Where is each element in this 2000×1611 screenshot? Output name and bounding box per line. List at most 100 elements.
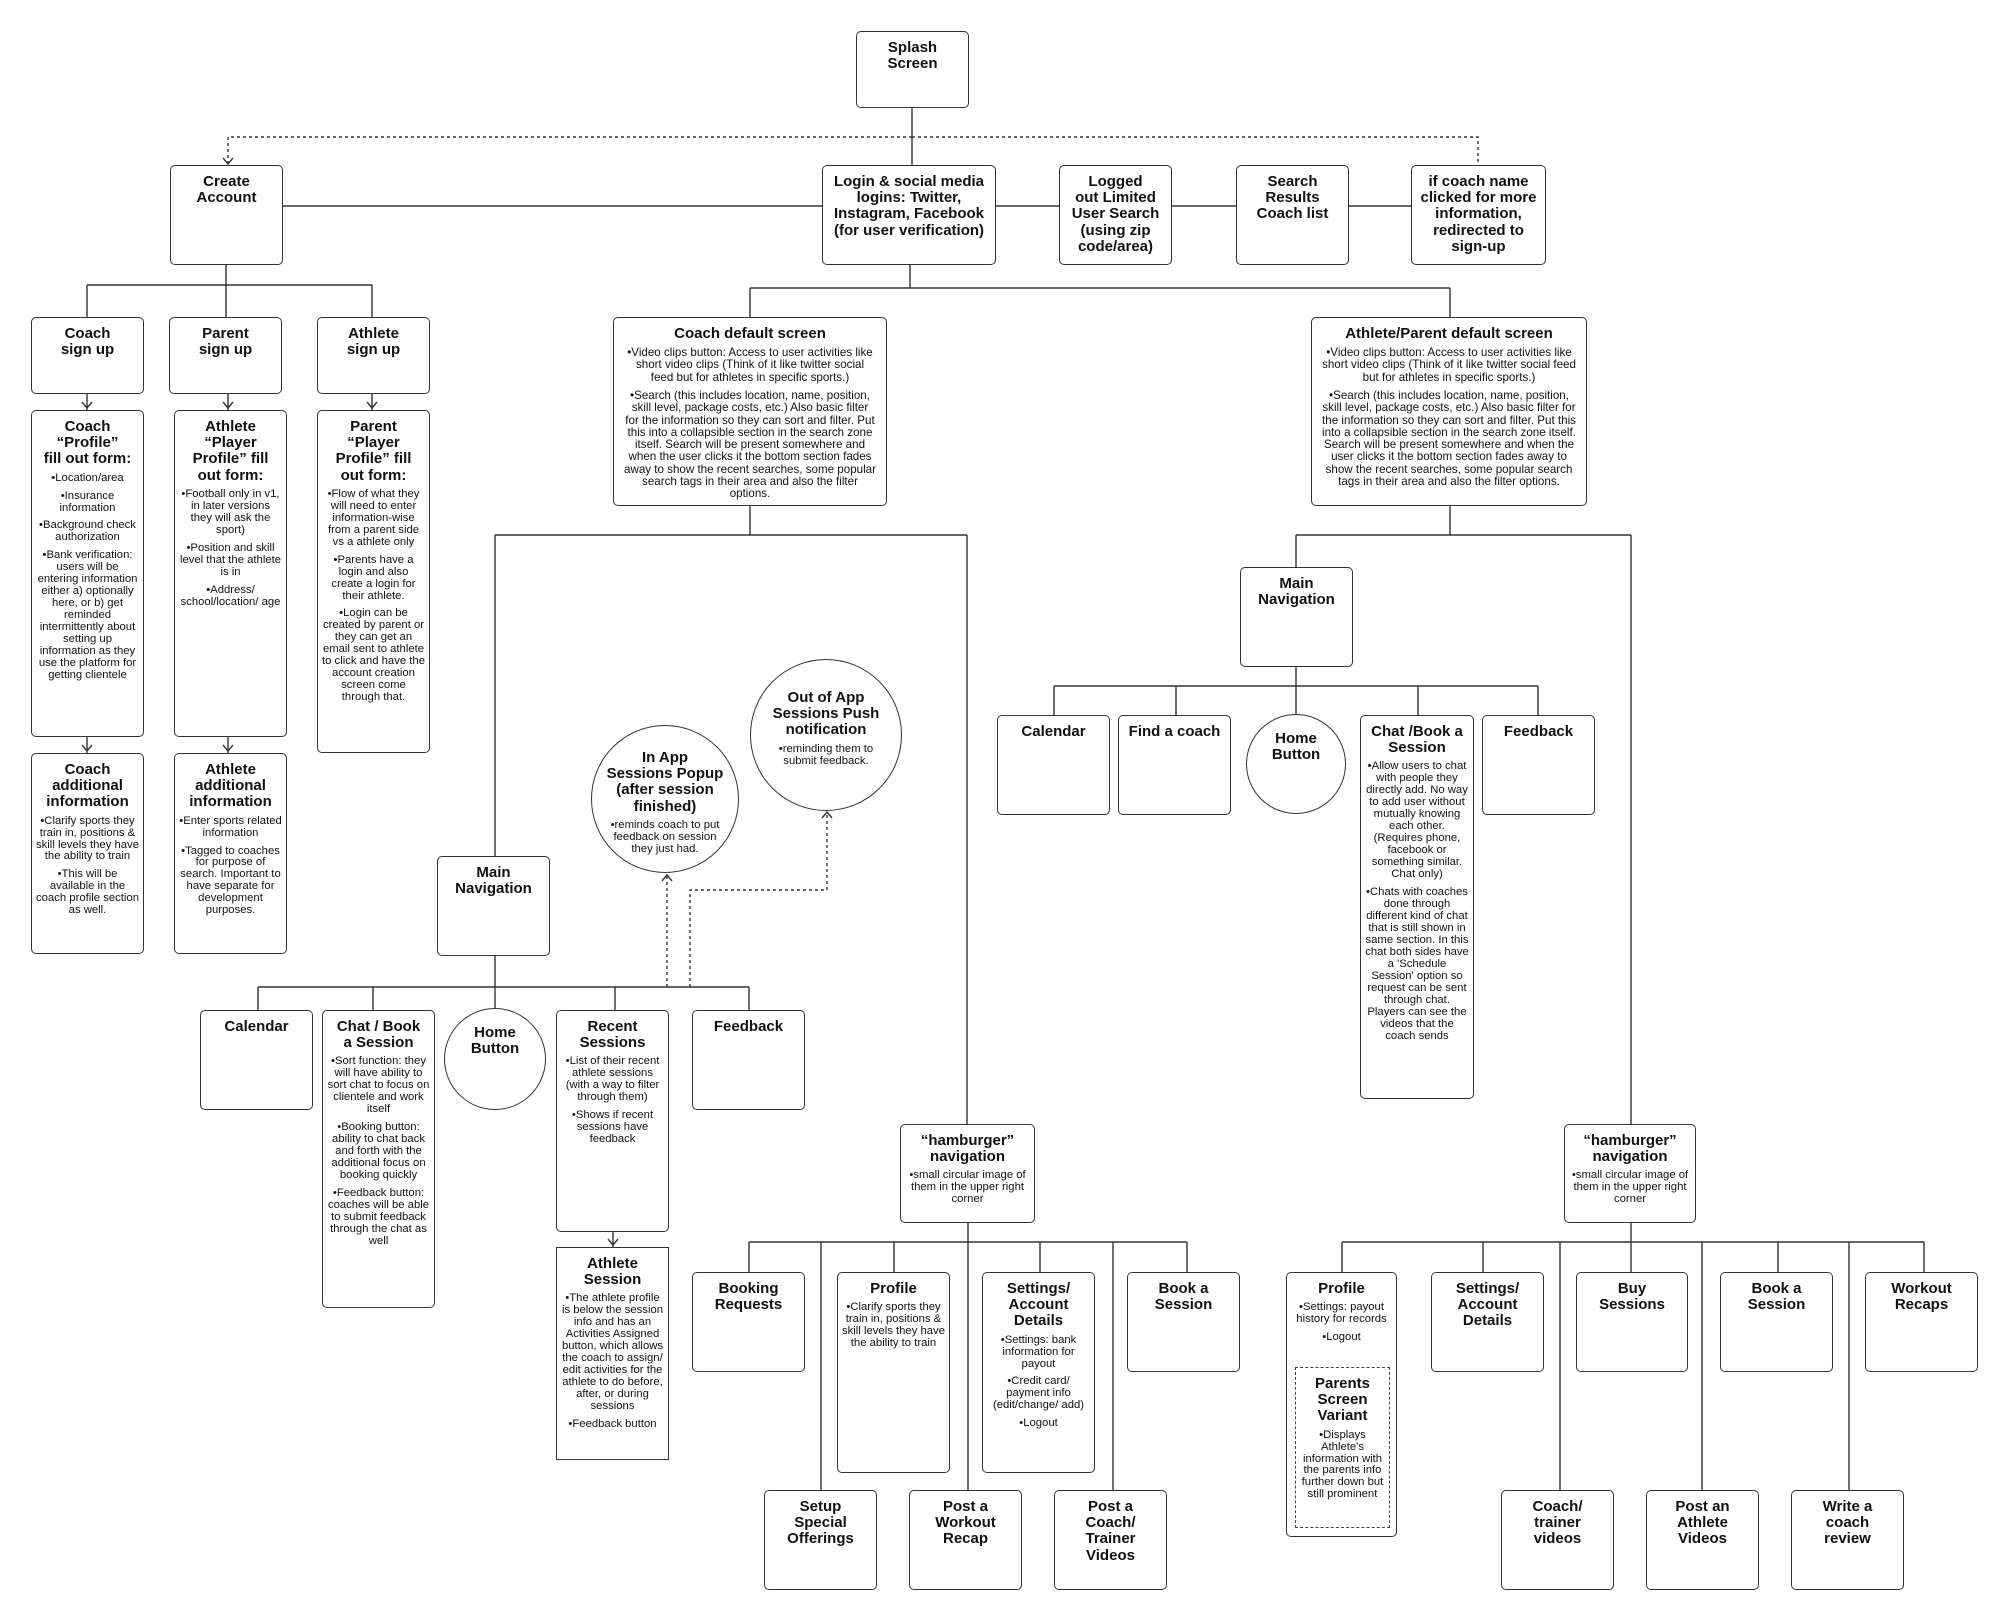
coach-chat-book-bullet: Sort function: they will have ability to…: [327, 1055, 430, 1116]
coach-name-redirect-title: if coach name clicked for more informati…: [1420, 173, 1537, 255]
post-workout-recap-title: Post a Workout Recap: [935, 1498, 996, 1548]
coach-profile-form-title: Coach “Profile” fill out form:: [43, 418, 132, 468]
athlete-session-bullet: Feedback button: [561, 1418, 664, 1431]
out-of-app-push-title: Out of App Sessions Push notification: [772, 689, 880, 739]
athlete-book-session-node: Book a Session: [1720, 1272, 1833, 1372]
parent-signup-node: Parent sign up: [169, 317, 282, 394]
coach-settings-bullet: Logout: [987, 1417, 1090, 1430]
post-athlete-videos-title: Post an Athlete Videos: [1675, 1498, 1730, 1548]
athlete-session-title: Athlete Session: [583, 1255, 642, 1289]
athlete-chat-book-bullet: Allow users to chat with people they dir…: [1365, 760, 1469, 881]
athlete-default-title: Athlete/Parent default screen: [1345, 325, 1553, 342]
post-coach-videos-node: Post a Coach/ Trainer Videos: [1054, 1490, 1167, 1590]
coach-profile-form-bullet: Bank verification: users will be enterin…: [36, 549, 139, 682]
coach-additional-title: Coach additional information: [46, 761, 129, 811]
athlete-default-bullet: Search (this includes location, name, po…: [1316, 389, 1582, 488]
arrow-down-icon: [366, 401, 378, 410]
athlete-profile-form-bullet: Football only in v1, in later versions t…: [179, 488, 282, 537]
recent-sessions-bullet: List of their recent athlete sessions (w…: [561, 1055, 664, 1104]
coach-main-nav-title: Main Navigation: [455, 864, 532, 898]
dashed-connector: [689, 812, 828, 987]
coach-book-session-node: Book a Session: [1127, 1272, 1240, 1372]
coach-additional-bullet: This will be available in the coach prof…: [36, 868, 139, 917]
coach-name-redirect-node: if coach name clicked for more informati…: [1411, 165, 1546, 265]
athlete-hamburger-title: “hamburger” navigation: [1583, 1132, 1677, 1166]
coach-chat-book-node: Chat / Book a SessionSort function: they…: [322, 1010, 435, 1308]
athlete-calendar-node: Calendar: [997, 715, 1110, 815]
coach-profile-node: ProfileClarify sports they train in, pos…: [837, 1272, 950, 1473]
arrow-down-icon: [607, 1238, 619, 1247]
athlete-additional-node: Athlete additional informationEnter spor…: [174, 753, 287, 954]
post-coach-videos-title: Post a Coach/ Trainer Videos: [1085, 1498, 1136, 1564]
athlete-profile-form-bullet: Address/ school/location/ age: [179, 584, 282, 609]
athlete-profile-bullet: Logout: [1291, 1331, 1392, 1344]
coach-profile-form-node: Coach “Profile” fill out form:Location/a…: [31, 410, 144, 737]
coach-settings-bullet: Settings: bank information for payout: [987, 1334, 1090, 1371]
coach-hamburger-title: “hamburger” navigation: [920, 1132, 1015, 1166]
athlete-chat-book-title: Chat /Book a Session: [1371, 723, 1463, 757]
athlete-profile-bullet: Settings: payout history for records: [1291, 1301, 1392, 1326]
arrow-down-icon: [81, 401, 93, 410]
coach-calendar-title: Calendar: [224, 1018, 289, 1035]
coach-settings-bullet: Credit card/ payment info (edit/change/ …: [987, 1375, 1090, 1412]
write-coach-review-title: Write a coach review: [1822, 1498, 1873, 1548]
dashed-connector: [227, 136, 912, 165]
coach-settings-node: Settings/ Account DetailsSettings: bank …: [982, 1272, 1095, 1473]
in-app-popup-title: In App Sessions Popup (after session fin…: [606, 749, 724, 815]
write-coach-review-node: Write a coach review: [1791, 1490, 1904, 1590]
parents-variant-node: Parents Screen VariantDisplays Athlete's…: [1295, 1367, 1390, 1528]
coach-hamburger-bullet: small circular image of them in the uppe…: [905, 1169, 1030, 1206]
coach-feedback-title: Feedback: [713, 1018, 784, 1035]
coach-home-node: Home Button: [444, 1008, 546, 1110]
coach-calendar-node: Calendar: [200, 1010, 313, 1110]
coach-feedback-node: Feedback: [692, 1010, 805, 1110]
athlete-hamburger-node: “hamburger” navigationsmall circular ima…: [1564, 1124, 1696, 1223]
coach-additional-node: Coach additional informationClarify spor…: [31, 753, 144, 954]
search-results-title: Search Results Coach list: [1256, 173, 1329, 223]
parent-profile-form-title: Parent “Player Profile” fill out form:: [335, 418, 412, 484]
coach-default-node: Coach default screenVideo clips button: …: [613, 317, 887, 506]
parent-profile-form-bullet: Flow of what they will need to enter inf…: [322, 488, 425, 549]
find-coach-title: Find a coach: [1128, 723, 1221, 740]
in-app-popup-node: In App Sessions Popup (after session fin…: [591, 725, 739, 873]
athlete-chat-book-node: Chat /Book a SessionAllow users to chat …: [1360, 715, 1474, 1099]
parent-profile-form-bullet: Parents have a login and also create a l…: [322, 554, 425, 603]
splash-node: Splash Screen: [856, 31, 969, 108]
coach-chat-book-bullet: Feedback button: coaches will be able to…: [327, 1187, 430, 1248]
coach-book-session-title: Book a Session: [1154, 1280, 1213, 1314]
athlete-signup-title: Athlete sign up: [346, 325, 401, 359]
recent-sessions-bullet: Shows if recent sessions have feedback: [561, 1109, 664, 1146]
athlete-additional-bullet: Tagged to coaches for purpose of search.…: [179, 845, 282, 918]
athlete-book-session-title: Book a Session: [1747, 1280, 1806, 1314]
logged-out-search-title: Logged out Limited User Search (using zi…: [1071, 173, 1160, 255]
booking-requests-title: Booking Requests: [714, 1280, 783, 1314]
coach-settings-title: Settings/ Account Details: [1006, 1280, 1071, 1330]
arrow-down-icon: [222, 157, 234, 166]
athlete-settings-title: Settings/ Account Details: [1455, 1280, 1520, 1330]
coach-profile-form-bullet: Background check authorization: [36, 519, 139, 544]
coach-additional-bullet: Clarify sports they train in, positions …: [36, 815, 139, 864]
parent-signup-title: Parent sign up: [198, 325, 253, 359]
coach-profile-bullet: Clarify sports they train in, positions …: [842, 1301, 945, 1350]
parents-variant-bullet: Displays Athlete's information with the …: [1300, 1429, 1385, 1502]
coach-default-bullet: Search (this includes location, name, po…: [618, 389, 882, 501]
parent-profile-form-bullet: Login can be created by parent or they c…: [322, 607, 425, 704]
recent-sessions-node: Recent SessionsList of their recent athl…: [556, 1010, 669, 1232]
arrow-down-icon: [222, 744, 234, 753]
buy-sessions-title: Buy Sessions: [1599, 1280, 1665, 1314]
coach-signup-title: Coach sign up: [60, 325, 115, 359]
athlete-settings-node: Settings/ Account Details: [1431, 1272, 1544, 1372]
athlete-chat-book-bullet: Chats with coaches done through differen…: [1365, 886, 1469, 1043]
out-of-app-push-node: Out of App Sessions Push notificationrem…: [750, 659, 902, 811]
athlete-home-node: Home Button: [1246, 714, 1346, 814]
find-coach-node: Find a coach: [1118, 715, 1231, 815]
athlete-signup-node: Athlete sign up: [317, 317, 430, 394]
login-title: Login & social media logins: Twitter, In…: [833, 173, 985, 239]
arrow-down-icon: [222, 401, 234, 410]
logged-out-search-node: Logged out Limited User Search (using zi…: [1059, 165, 1172, 265]
athlete-home-title: Home Button: [1271, 730, 1321, 764]
login-node: Login & social media logins: Twitter, In…: [822, 165, 996, 265]
coach-default-title: Coach default screen: [674, 325, 826, 342]
